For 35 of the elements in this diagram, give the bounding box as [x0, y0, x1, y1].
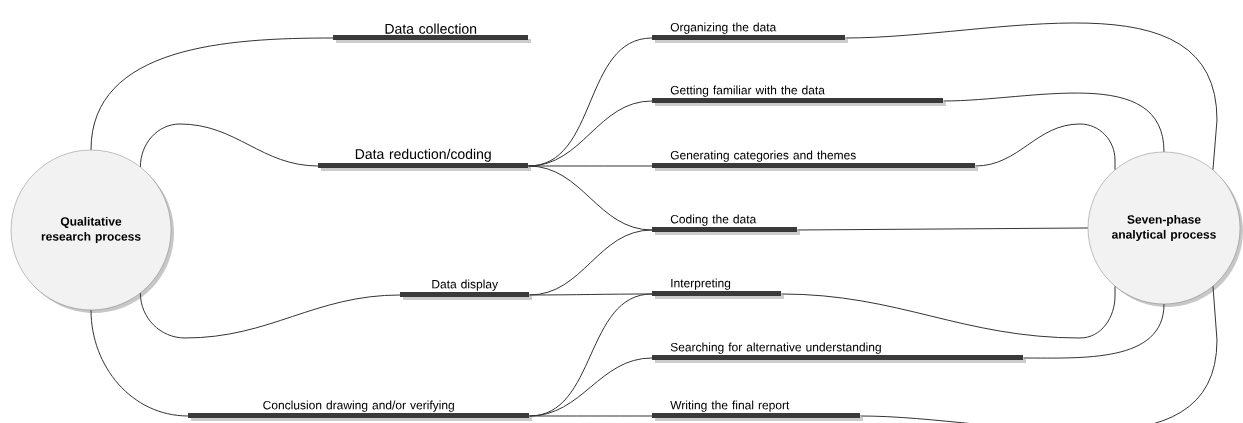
- labeled-bar: Data reduction/coding: [318, 148, 531, 171]
- node-label: Getting familiar with the data: [670, 85, 825, 97]
- labeled-bar: Organizing the data: [652, 22, 848, 43]
- node-label: Data reduction/coding: [355, 148, 491, 162]
- node-label: Organizing the data: [670, 22, 777, 34]
- node-label: Data collection: [385, 23, 477, 34]
- connector-line: [942, 92, 1165, 153]
- node-label: Conclusion drawing and/or verifying: [263, 400, 454, 412]
- labeled-bar: Conclusion drawing and/or verifying: [188, 400, 532, 421]
- labeled-bar: Coding the data: [652, 214, 800, 235]
- connector-line: [974, 123, 1116, 171]
- connector-line: [90, 37, 334, 151]
- labeled-bar: Searching for alternative understanding: [652, 342, 1026, 363]
- connector-line: [780, 285, 1116, 339]
- connector-line: [844, 22, 1218, 171]
- node-label: Writing the final report: [670, 400, 790, 412]
- node-label: Data display: [432, 279, 499, 291]
- connector-line: [528, 415, 653, 417]
- node-label: Coding the data: [670, 214, 757, 226]
- connector-line: [527, 165, 653, 231]
- connector-line: [859, 285, 1218, 423]
- labeled-bar: Data display: [400, 279, 532, 300]
- labeled-bar: Generating categories and themes: [652, 150, 978, 171]
- connector-line: [139, 123, 319, 168]
- connector-line: [90, 309, 189, 417]
- node-label: Interpreting: [671, 278, 731, 290]
- node-label: Generating categories and themes: [670, 150, 856, 162]
- labeled-bar: Data collection: [333, 23, 531, 43]
- labeled-bar: Getting familiar with the data: [652, 85, 946, 106]
- connector-line: [796, 227, 1089, 231]
- connector-line: [1022, 303, 1165, 359]
- labeled-bar: Interpreting: [652, 278, 784, 299]
- labeled-bar: Writing the final report: [652, 400, 863, 421]
- connector-line: [139, 292, 401, 339]
- node-label: Searching for alternative understanding: [670, 342, 881, 354]
